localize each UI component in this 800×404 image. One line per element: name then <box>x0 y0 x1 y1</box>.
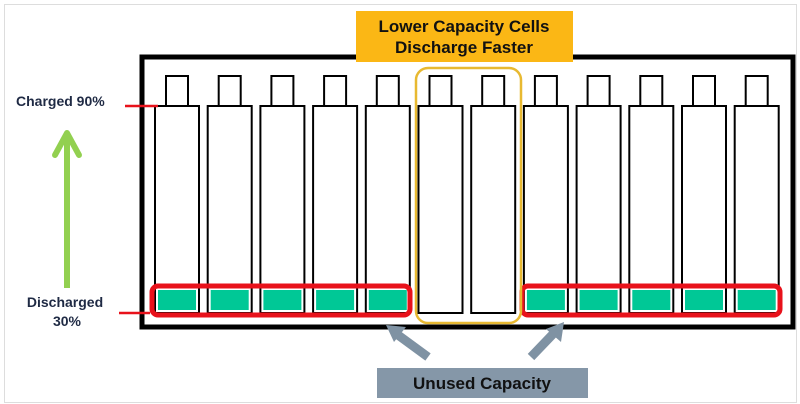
battery-cell <box>733 75 780 314</box>
battery-cell <box>628 75 675 314</box>
cell-body <box>417 105 464 314</box>
left-unused-highlight <box>149 283 413 318</box>
cell-charge-fill <box>210 290 249 310</box>
low-capacity-highlight <box>414 66 523 325</box>
cells-group <box>154 75 780 314</box>
cell-body <box>312 105 359 314</box>
cell-body <box>364 105 411 314</box>
cell-body <box>733 105 780 314</box>
cell-body <box>575 105 622 314</box>
cell-charge-fill <box>158 290 196 310</box>
cell-terminal <box>217 75 242 107</box>
battery-cell <box>259 75 306 314</box>
cell-charge-fill <box>579 290 618 310</box>
unused-capacity-label: Unused Capacity <box>413 374 551 393</box>
battery-cell <box>417 75 464 314</box>
title-line2: Discharge Faster <box>395 38 533 57</box>
cell-terminal <box>323 75 348 107</box>
title-line1: Lower Capacity Cells <box>378 17 549 36</box>
cell-terminal <box>428 75 453 107</box>
cell-terminal <box>533 75 558 107</box>
cell-body <box>522 105 569 314</box>
cell-terminal <box>270 75 295 107</box>
battery-cell <box>470 75 517 314</box>
cell-terminal <box>639 75 664 107</box>
cell-charge-fill <box>632 290 671 310</box>
discharged-percent: 30% <box>53 313 82 329</box>
battery-cell <box>575 75 622 314</box>
charged-label: Charged 90% <box>16 93 105 109</box>
cell-terminal <box>375 75 400 107</box>
title-box <box>356 11 573 62</box>
discharged-label: Discharged <box>27 294 103 310</box>
cell-body <box>154 105 200 314</box>
cell-charge-fill <box>526 290 565 310</box>
cell-charge-fill <box>737 290 776 310</box>
left-pointer-arrow-icon <box>386 325 431 361</box>
cell-charge-fill <box>368 290 407 310</box>
cell-body <box>628 105 675 314</box>
cell-charge-fill <box>316 290 355 310</box>
battery-cell <box>681 75 727 314</box>
cell-body <box>681 105 727 314</box>
cell-terminal <box>481 75 506 107</box>
battery-cell <box>312 75 359 314</box>
battery-cell <box>364 75 411 314</box>
cell-terminal <box>165 75 189 107</box>
cell-charge-fill <box>685 290 723 310</box>
unused-capacity-box <box>377 368 588 398</box>
cell-terminal <box>586 75 611 107</box>
cell-charge-fill <box>263 290 302 310</box>
cell-terminal <box>692 75 716 107</box>
cell-terminal <box>744 75 769 107</box>
cell-body <box>259 105 306 314</box>
cell-body <box>470 105 517 314</box>
charge-up-arrow-icon <box>52 130 82 288</box>
battery-cell <box>206 75 253 314</box>
cell-body <box>206 105 253 314</box>
outer-frame <box>4 4 797 403</box>
right-pointer-arrow-icon <box>527 322 564 361</box>
battery-cell <box>522 75 569 314</box>
battery-cell <box>154 75 200 314</box>
